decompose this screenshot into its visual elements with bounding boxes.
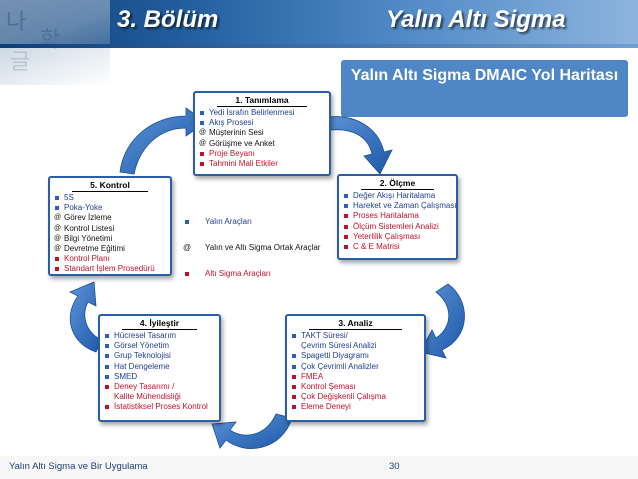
tool-item: @Görev İzleme <box>54 213 166 223</box>
tool-item: @Devretme Eğitimi <box>54 244 166 254</box>
legend-label: Yalın ve Altı Sigma Ortak Araçlar <box>205 243 321 252</box>
tool-item: Tahmini Mali Etkiler <box>199 159 325 169</box>
arrow-olcme-to-analiz-icon <box>419 283 465 359</box>
tool-item: Kontrol Planı <box>54 254 166 264</box>
header-divider <box>0 44 638 48</box>
at-icon: @ <box>199 129 207 137</box>
phase-tool-list: Hücresel Tasarım Görsel Yönetim Grup Tek… <box>104 331 215 413</box>
tool-item: Kontrol Şeması <box>291 382 420 392</box>
at-icon: @ <box>183 243 192 252</box>
phase-box-analiz: 3. Analiz TAKT Süresi/ Çevrim Süresi Ana… <box>285 314 426 422</box>
tool-item: C & E Matrisi <box>343 242 452 252</box>
tool-item: Grup Teknolojisi <box>104 351 215 361</box>
at-icon: @ <box>54 224 62 232</box>
tool-item-label: Devretme Eğitimi <box>64 244 125 254</box>
tool-item: 5S <box>54 193 166 203</box>
tool-item: @Müşterinin Sesi <box>199 128 325 138</box>
tool-item: Çevrim Süresi Analizi <box>301 341 377 351</box>
phase-title: 1. Tanımlama <box>217 95 307 107</box>
phase-title: 5. Kontrol <box>72 180 148 192</box>
arrow-analiz-to-iyilestir-icon <box>211 413 293 449</box>
phase-title: 2. Ölçme <box>361 178 434 190</box>
phase-tool-list: Yedi İsrafın Belirlenmesi Akış Prosesi @… <box>199 108 325 169</box>
tool-item: Standart İşlem Prosedürü <box>54 264 166 274</box>
tool-item: Poka-Yoke <box>54 203 166 213</box>
tool-item: Ölçüm Sistemleri Analizi <box>343 222 452 232</box>
legend-label: Yalın Araçları <box>205 217 252 226</box>
tool-item: Hücresel Tasarım <box>104 331 215 341</box>
tool-item: Eleme Deneyi <box>291 402 420 412</box>
phase-tool-list: TAKT Süresi/ Çevrim Süresi Analizi Spage… <box>291 331 420 413</box>
tool-item: Yeterlilik Çalışması <box>343 232 452 242</box>
phase-box-tanimlama: 1. Tanımlama Yedi İsrafın Belirlenmesi A… <box>193 91 331 176</box>
tool-item: Hat Dengeleme <box>104 362 215 372</box>
tool-item-label: Kontrol Listesi <box>64 223 115 233</box>
tool-item-label: Görüşme ve Anket <box>209 138 275 148</box>
tool-item: Kalite Mühendisliği <box>114 392 181 402</box>
tool-item: SMED <box>104 372 215 382</box>
page-number: 30 <box>389 461 400 472</box>
phase-tool-list: Değer Akışı Haritalama Hareket ve Zaman … <box>343 191 457 252</box>
tool-item: Spagetti Diyagramı <box>291 351 420 361</box>
tool-item: @Kontrol Listesi <box>54 224 166 234</box>
tool-item: @Görüşme ve Anket <box>199 139 325 149</box>
tool-item: Akış Prosesi <box>199 118 325 128</box>
tool-item-label: Bilgi Yönetimi <box>64 233 113 243</box>
tool-item: FMEA <box>291 372 420 382</box>
tool-item: Deney Tasarımı / <box>104 382 215 392</box>
at-icon: @ <box>54 214 62 222</box>
tool-item: Yedi İsrafın Belirlenmesi <box>199 108 325 118</box>
tool-item: Çok Çevrimli Analizler <box>291 362 420 372</box>
tool-item: Hareket ve Zaman Çalışması <box>343 201 457 211</box>
phase-title: 4. İyileştir <box>122 318 197 330</box>
tool-item: Proses Haritalama <box>343 211 452 221</box>
tool-item: Değer Akışı Haritalama <box>343 191 452 201</box>
tool-item: @Bilgi Yönetimi <box>54 234 166 244</box>
footer: Yalın Altı Sigma ve Bir Uygulama 30 <box>0 456 638 479</box>
tool-item: Proje Beyanı <box>199 149 325 159</box>
phase-tool-list: 5S Poka-Yoke @Görev İzleme @Kontrol List… <box>54 193 166 275</box>
tool-item: Çok Değişkenli Çalışma <box>291 392 420 402</box>
arrow-iyilestir-to-kontrol-icon <box>69 281 103 353</box>
footer-text: Yalın Altı Sigma ve Bir Uygulama <box>9 461 148 472</box>
at-icon: @ <box>54 234 62 242</box>
at-icon: @ <box>54 245 62 253</box>
arrow-tanimlama-to-olcme-icon <box>321 116 393 175</box>
phase-box-kontrol: 5. Kontrol 5S Poka-Yoke @Görev İzleme @K… <box>48 176 172 276</box>
roadmap-callout: Yalın Altı Sigma DMAIC Yol Haritası <box>341 60 628 117</box>
phase-title: 3. Analiz <box>309 318 402 330</box>
tool-item-label: Müşterinin Sesi <box>209 128 264 138</box>
section-title: 3. Bölüm <box>117 6 219 33</box>
tool-item: TAKT Süresi/ <box>291 331 420 341</box>
tool-item: İstatistiksel Proses Kontrol <box>104 402 215 412</box>
tool-item-label: Görev İzleme <box>64 213 112 223</box>
phase-box-olcme: 2. Ölçme Değer Akışı Haritalama Hareket … <box>337 174 458 260</box>
tool-item: Görsel Yönetim <box>104 341 215 351</box>
slide-title: Yalın Altı Sigma <box>386 6 566 33</box>
at-icon: @ <box>199 139 207 147</box>
phase-box-iyilestir: 4. İyileştir Hücresel Tasarım Görsel Yön… <box>98 314 221 422</box>
header-decoration: 나 학 글 <box>0 0 110 85</box>
legend-label: Altı Sigma Araçları <box>205 269 271 278</box>
